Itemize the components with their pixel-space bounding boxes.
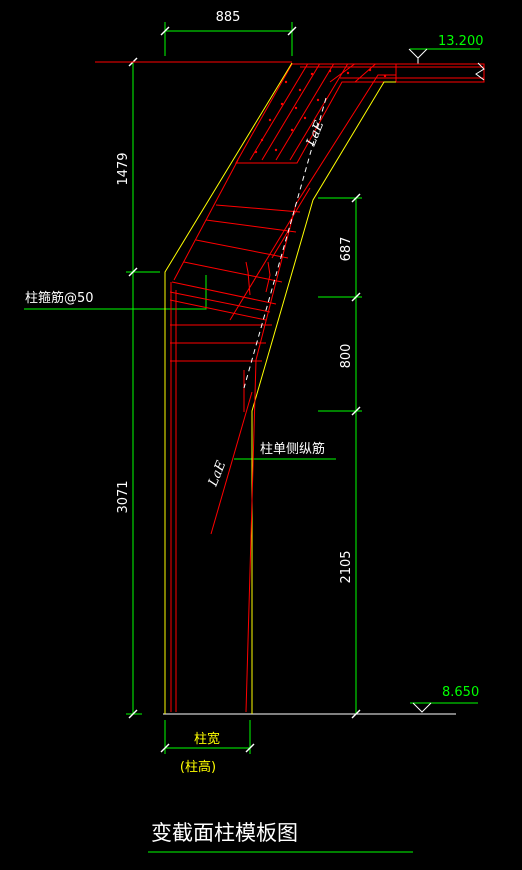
column-width-label: 柱宽 [194, 731, 220, 747]
dimension-ticks [128, 26, 361, 753]
dim-687: 687 [339, 237, 354, 262]
dim-upper-height: 1479 [116, 152, 131, 185]
dim-2105: 2105 [339, 550, 354, 583]
level-bottom-label: 8.650 [442, 685, 479, 700]
drawing-title: 变截面柱模板图 [151, 821, 298, 845]
level-marker-bottom: 8.650 [163, 685, 479, 715]
level-marker-top: 13.200 [408, 34, 484, 64]
lae-label-lower: LaE [205, 458, 229, 489]
beam-concrete-section [235, 62, 485, 164]
stirrup-label: 柱箍筋@50 [25, 290, 94, 306]
dim-top-width: 885 [216, 10, 241, 25]
level-top-label: 13.200 [438, 34, 484, 49]
dimension-lines [24, 22, 413, 853]
column-height-label: (柱高) [180, 759, 216, 775]
single-side-rebar-label: 柱单侧纵筋 [260, 441, 325, 457]
dim-lower-height: 3071 [116, 480, 131, 513]
dim-800: 800 [339, 344, 354, 369]
column-rebar [169, 74, 396, 713]
